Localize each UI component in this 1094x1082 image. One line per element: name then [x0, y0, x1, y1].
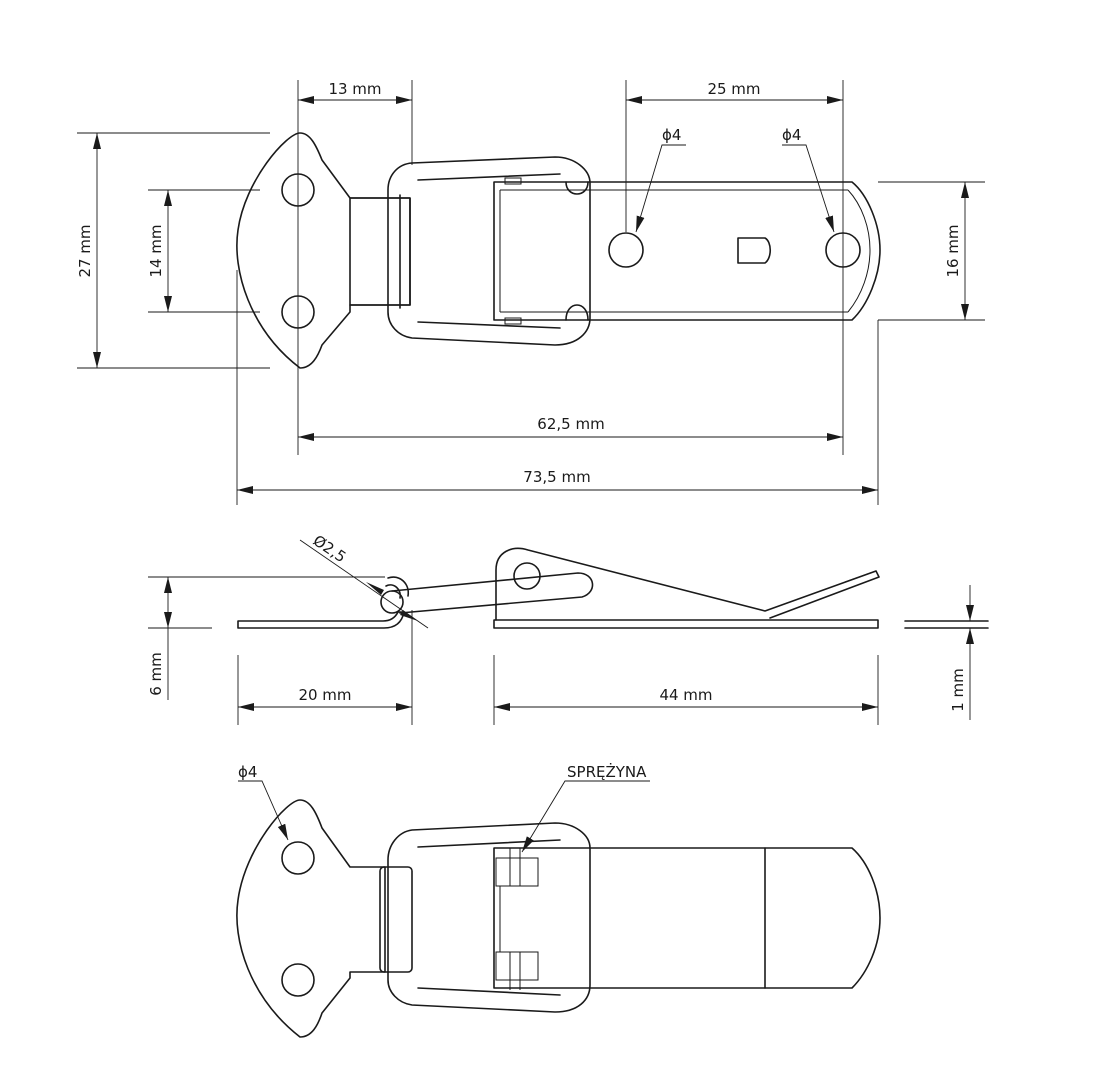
bottom-wire-loop-outer: [387, 822, 591, 1013]
bottom-spring-upper: [495, 857, 539, 887]
bottom-spring-lower: [495, 951, 539, 981]
side-keeper-plate: [493, 619, 879, 629]
top-view: 13 mm 25 mm ϕ4 ϕ4 27 mm 14 mm 16 mm 62,5…: [76, 80, 985, 505]
dim-label-6: 6 mm: [147, 652, 165, 696]
dim-label-13: 13 mm: [328, 80, 381, 98]
leader-hole-right: [782, 144, 835, 233]
dim-label-73-5: 73,5 mm: [523, 468, 590, 486]
label-bottom-hole: ϕ4: [238, 763, 257, 781]
dim-label-25: 25 mm: [707, 80, 760, 98]
side-hinge-curl: [385, 576, 410, 599]
top-wire-loop-inner: [399, 173, 561, 329]
dim-label-1: 1 mm: [949, 668, 967, 712]
bottom-base-plate: [236, 799, 386, 1038]
leader-spring: [521, 780, 650, 853]
dim-label-44: 44 mm: [659, 686, 712, 704]
side-lever-arm: [391, 572, 594, 614]
dim-label-20: 20 mm: [298, 686, 351, 704]
label-spring: SPRĘŻYNA: [567, 762, 647, 781]
top-keeper-tab: [737, 237, 772, 264]
dim-label-14: 14 mm: [147, 224, 165, 277]
top-keeper-curve-inner: [847, 189, 871, 313]
top-notch-lower: [565, 304, 589, 321]
label-hole-left: ϕ4: [662, 126, 681, 144]
bottom-hole-upper: [281, 841, 315, 875]
top-hinge-knuckle: [349, 197, 411, 306]
top-keeper-plate: [493, 181, 881, 321]
side-keeper-hook: [495, 547, 880, 621]
dim-label-62-5: 62,5 mm: [537, 415, 604, 433]
label-hole-right: ϕ4: [782, 126, 801, 144]
leader-bottom-hole: [238, 780, 289, 841]
top-spring-tab-lower: [504, 317, 522, 325]
dim-label-2-5: Ø2,5: [310, 531, 350, 566]
dim-label-16: 16 mm: [944, 224, 962, 277]
leader-hole-left: [635, 144, 686, 233]
top-spring-tab-upper: [504, 177, 522, 185]
top-notch-upper: [565, 181, 589, 195]
side-base-plate: [237, 611, 405, 629]
bottom-keeper-plate: [493, 847, 881, 989]
top-keeper-inner-line: [499, 189, 848, 313]
bottom-hinge-knuckle: [379, 866, 413, 973]
top-keeper-hole-left: [608, 232, 644, 268]
top-wire-loop-outer: [387, 156, 591, 346]
bottom-view: ϕ4 SPRĘŻYNA: [236, 762, 881, 1038]
top-base-plate: [236, 132, 411, 369]
dim-label-27: 27 mm: [76, 224, 94, 277]
side-hinge-pin: [380, 590, 404, 614]
side-keeper-pivot: [513, 562, 541, 590]
bottom-wire-loop-inner: [417, 839, 561, 996]
bottom-hole-lower: [281, 963, 315, 997]
side-view: Ø2,5 6 mm 20 mm 44 mm 1 mm: [147, 531, 989, 725]
